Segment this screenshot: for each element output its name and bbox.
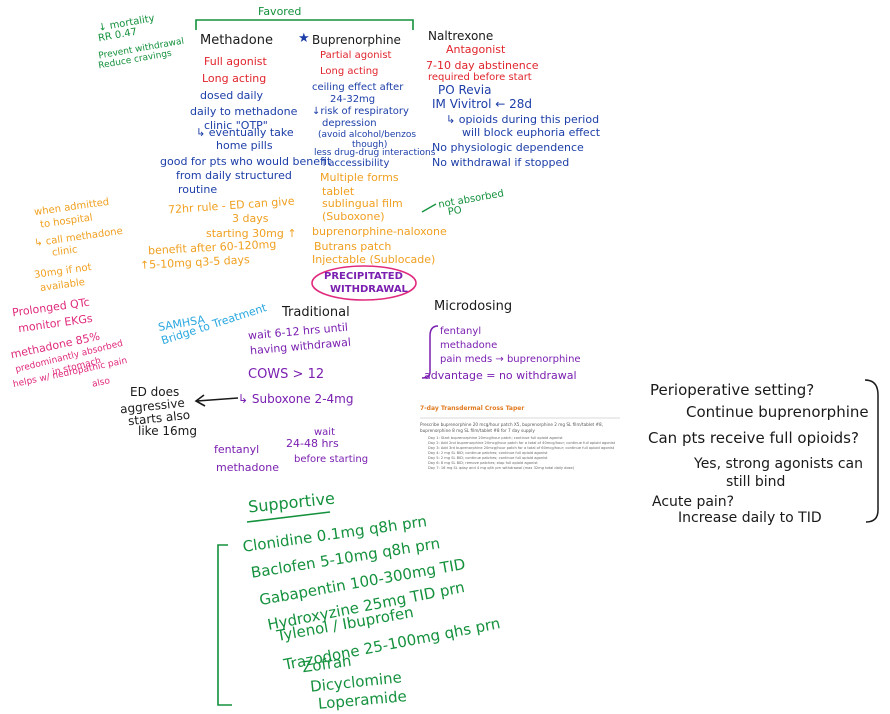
periop-a1: Continue buprenorphine bbox=[686, 403, 869, 421]
nal-po: PO Revia bbox=[438, 83, 492, 97]
doc-step: Day 3: Add 3rd buprenorphine 20mcg/hour … bbox=[428, 446, 615, 450]
bup-long-acting: Long acting bbox=[320, 66, 379, 77]
microdosing-advantage: advantage = no withdrawal bbox=[424, 369, 577, 382]
methadone-benefit-1: good for pts who would benefit bbox=[160, 155, 332, 168]
bup-interactions-1: less drug-drug interactions bbox=[314, 148, 436, 158]
microdosing-title: Microdosing bbox=[434, 299, 513, 314]
doc-step: Day 5: 2 mg SL BID; continue patches; co… bbox=[428, 456, 548, 460]
bup-resp-3: (avoid alcohol/benzos bbox=[318, 130, 417, 140]
doc-intro-2: buprenorphine 8 mg SL film/tablet #8 for… bbox=[420, 428, 535, 433]
bup-forms-5: buprenorphine-naloxone bbox=[312, 225, 447, 238]
traditional-title: Traditional bbox=[282, 305, 350, 320]
methadone-rule-2: 3 days bbox=[232, 212, 269, 225]
traditional-fentanyl: fentanyl bbox=[214, 443, 260, 456]
bup-forms-7: Injectable (Sublocade) bbox=[312, 253, 436, 266]
periop-q3: Acute pain? bbox=[652, 494, 735, 510]
methadone-dosing-2: daily to methadone bbox=[190, 105, 298, 118]
bup-forms-1: Multiple forms bbox=[320, 171, 399, 184]
doc-step: Day 1: Start buprenorphine 20mcg/hour pa… bbox=[428, 436, 563, 440]
microdosing-item-1: fentanyl bbox=[440, 326, 482, 337]
traditional-suboxone: ↳ Suboxone 2-4mg bbox=[238, 392, 354, 406]
ed-arrow bbox=[194, 394, 239, 407]
traditional-wait2-1: wait bbox=[314, 427, 336, 438]
nal-im: IM Vivitrol ← 28d bbox=[432, 97, 533, 111]
doc-step: Day 7: 16 mg SL qday and 4 mg q4h prn wi… bbox=[428, 466, 575, 470]
traditional-cows: COWS > 12 bbox=[248, 367, 325, 382]
traditional-wait2-2: 24-48 hrs bbox=[286, 437, 339, 450]
periop-q1: Perioperative setting? bbox=[650, 381, 815, 399]
supportive-underline bbox=[246, 511, 331, 523]
periop-a3: Increase daily to TID bbox=[678, 510, 822, 526]
nal-abstinence-1: 7-10 day abstinence bbox=[426, 59, 539, 72]
bup-ceiling-1: ceiling effect after bbox=[312, 82, 404, 93]
precipitated-oval bbox=[311, 265, 417, 301]
traditional-wait2-3: before starting bbox=[294, 454, 369, 465]
ed-4: like 16mg bbox=[138, 424, 197, 438]
microdosing-item-3: pain meds → buprenorphine bbox=[440, 354, 581, 365]
ed-1: ED does bbox=[130, 385, 180, 399]
periop-brace bbox=[864, 379, 879, 523]
traditional-methadone: methadone bbox=[216, 461, 279, 474]
methadone-start-1: starting 30mg ↑ bbox=[206, 227, 297, 240]
periop-a2-1: Yes, strong agonists can bbox=[694, 456, 863, 472]
methadone-full-agonist: Full agonist bbox=[204, 55, 267, 68]
methadone-title: Methadone bbox=[200, 33, 273, 48]
bup-forms-2: tablet bbox=[322, 185, 355, 198]
nal-opioids-2: will block euphoria effect bbox=[462, 126, 601, 139]
supportive-bracket bbox=[217, 544, 232, 706]
methadone-dosing-4: ↳ eventually take bbox=[196, 126, 294, 139]
buprenorphine-title: Buprenorphine bbox=[312, 33, 401, 47]
microdosing-brace bbox=[421, 325, 439, 379]
nal-withdrawal: No withdrawal if stopped bbox=[432, 156, 570, 169]
precipitated-2: WITHDRAWAL bbox=[330, 284, 408, 295]
bup-resp-2: depression bbox=[322, 118, 377, 129]
naltrexone-title: Naltrexone bbox=[428, 29, 494, 43]
periop-q2: Can pts receive full opioids? bbox=[648, 429, 859, 447]
doc-title: 7-day Transdermal Cross Taper bbox=[420, 405, 525, 412]
doc-step: Day 2: Add 2nd buprenorphine 20mcg/hour … bbox=[428, 441, 616, 445]
methadone-benefit-2: from daily structured bbox=[176, 169, 292, 182]
bup-forms-4: (Suboxone) bbox=[322, 210, 385, 223]
precipitated-1: PRECIPITATED bbox=[324, 271, 403, 282]
methadone-dosing-3: clinic "OTP" bbox=[204, 119, 268, 132]
nal-opioids-1: ↳ opioids during this period bbox=[446, 113, 600, 126]
nal-antagonist: Antagonist bbox=[446, 43, 506, 56]
periop-a2-2: still bind bbox=[726, 474, 786, 490]
cross-taper-document: 7-day Transdermal Cross Taper Prescribe … bbox=[418, 405, 620, 483]
bup-resp-4: though) bbox=[352, 140, 388, 150]
bup-partial-agonist: Partial agonist bbox=[320, 50, 392, 61]
doc-step: Day 6: 8 mg SL BID; remove patches; stop… bbox=[428, 461, 538, 465]
doc-step: Day 4: 2 mg SL BID; continue patches; co… bbox=[428, 451, 548, 455]
bup-forms-3: sublingual film bbox=[322, 197, 403, 210]
methadone-long-acting: Long acting bbox=[202, 72, 267, 85]
doc-intro-1: Prescribe buprenorphine 20 mcg/hour patc… bbox=[420, 422, 604, 427]
microdosing-item-2: methadone bbox=[440, 340, 498, 351]
methadone-benefit-3: routine bbox=[178, 183, 218, 196]
favored-label: Favored bbox=[258, 5, 302, 18]
star-icon: ★ bbox=[298, 31, 310, 46]
nal-dependence: No physiologic dependence bbox=[432, 141, 584, 154]
not-absorbed-arrow bbox=[421, 203, 437, 213]
bup-forms-6: Butrans patch bbox=[314, 240, 392, 253]
bup-ceiling-2: 24-32mg bbox=[330, 94, 376, 105]
not-absorbed-2: PO bbox=[447, 204, 463, 219]
favored-bracket bbox=[195, 19, 414, 30]
methadone-dosing-1: dosed daily bbox=[200, 89, 264, 102]
bup-resp-1: ↓risk of respiratory bbox=[312, 106, 409, 117]
bup-interactions-2: ↑accessibility bbox=[320, 158, 390, 169]
methadone-dosing-5: home pills bbox=[216, 139, 273, 152]
nal-abstinence-2: required before start bbox=[428, 72, 532, 83]
